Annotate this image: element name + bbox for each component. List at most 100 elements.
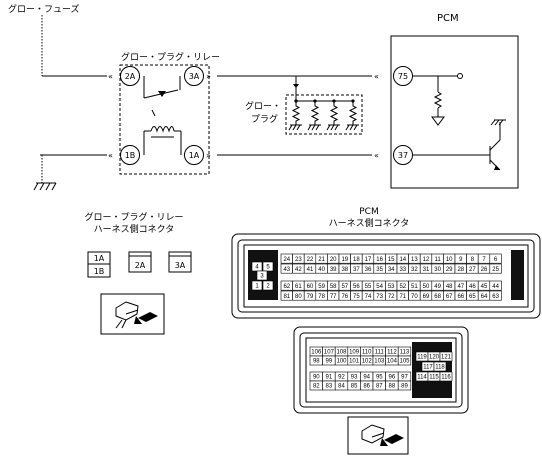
pcm-pin-44-label: 44 — [492, 284, 499, 290]
pcm-pin-9-label: 9 — [459, 257, 463, 263]
relay-box — [119, 64, 210, 175]
pcm-pin-70: 70 — [408, 290, 421, 301]
relay-conn-1a-label: 1A — [94, 254, 105, 263]
glow-plug-box — [285, 94, 363, 135]
pcm-pin-54: 54 — [373, 280, 386, 291]
pcm-pin-22: 22 — [303, 253, 317, 264]
pcm-pin-42: 42 — [292, 263, 305, 274]
pcm-pin-67-label: 67 — [446, 294, 453, 300]
pcm-pin-46-label: 46 — [469, 284, 476, 290]
pcm-pin-53: 53 — [385, 280, 398, 291]
pcm-pin-38: 38 — [338, 263, 351, 274]
relay-connector-title-1: グロー・プラグ・リレー — [84, 211, 183, 223]
pcm-pin-25-label: 25 — [492, 267, 499, 273]
pcm-pin-96-label: 96 — [389, 375, 396, 381]
pcm-pin-90-label: 90 — [313, 375, 320, 381]
pcm-pin-82-label: 82 — [313, 384, 320, 390]
pcm-connector-title-2: ハーネス側コネクタ — [329, 217, 410, 229]
relay-arrow-icon — [158, 91, 166, 97]
pcm-pin-81: 81 — [280, 290, 293, 301]
pcm-pin-43: 43 — [280, 263, 293, 274]
pcm-pin-86-label: 86 — [363, 384, 370, 390]
pcm-pin-27: 27 — [466, 263, 479, 274]
fuse-wire — [41, 15, 107, 77]
pcm-pin-62: 62 — [280, 280, 293, 291]
pcm-pin-121-label: 121 — [441, 355, 452, 361]
pcm-pin-18: 18 — [350, 253, 363, 264]
pcm-pin-45: 45 — [477, 280, 491, 291]
pcm-pin-10: 10 — [443, 253, 456, 264]
pcm-pin-17: 17 — [361, 253, 375, 264]
glow-plug-label-1: グロー・ — [245, 100, 281, 112]
pcm-pin-7-label: 7 — [482, 257, 486, 263]
pcm-pin-47-label: 47 — [457, 284, 464, 290]
relay-conn-1b — [87, 263, 111, 278]
pcm-pin-110: 110 — [360, 346, 374, 357]
svg-text:«: « — [374, 151, 379, 160]
pcm-pin-50-label: 50 — [423, 284, 430, 290]
relay-pin-1b-label: 1B — [125, 151, 136, 160]
pcm-pin-56: 56 — [350, 280, 363, 291]
relay-pin-2a-label: 2A — [125, 72, 136, 81]
pcm-pin-75-label: 75 — [398, 72, 408, 81]
pcm-pin-28-label: 28 — [457, 267, 464, 273]
pcm-pin-71-label: 71 — [399, 294, 406, 300]
pcm-pin-114-label: 114 — [417, 375, 427, 381]
relay-pin-2a — [120, 66, 140, 86]
pcm-pin-20-label: 20 — [330, 257, 337, 263]
pcm-pin-66: 66 — [454, 290, 467, 301]
pcm-pin-64: 64 — [477, 290, 491, 301]
relay-pin-3a-label: 3A — [189, 72, 200, 81]
pcm-pin-15-label: 15 — [388, 257, 395, 263]
pcm-pin-84: 84 — [334, 380, 349, 391]
pcm-pin-35: 35 — [373, 263, 386, 274]
pcm-pin-67: 67 — [443, 290, 456, 301]
pcm-pin-12-label: 12 — [423, 257, 430, 263]
pcm-pin-64-label: 64 — [481, 294, 488, 300]
relay-conn-1b-label: 1B — [94, 267, 105, 276]
glow-plug-wiring — [295, 76, 353, 102]
pcm-pin-117: 117 — [421, 361, 435, 372]
relay-conn-2a-label: 2A — [135, 261, 146, 270]
pcm-pin-109-label: 109 — [349, 350, 360, 356]
pcm-pin-62-label: 62 — [283, 284, 290, 290]
pcm-pin-112: 112 — [385, 346, 399, 357]
pcm-pin-9: 9 — [454, 253, 467, 264]
pcm-pin-39: 39 — [327, 263, 340, 274]
glow-plug-resistors — [288, 99, 359, 131]
pcm-pin-63: 63 — [489, 290, 502, 301]
pcm-connector-illustration — [347, 416, 409, 455]
pcm-pin-75 — [393, 66, 413, 86]
pcm-pin-83: 83 — [322, 380, 336, 391]
pcm-pin-5-label: 5 — [266, 265, 270, 271]
pcm-pin-6-label: 6 — [494, 257, 498, 263]
pcm-pin-108-label: 108 — [336, 350, 347, 356]
pcm-pin-41-label: 41 — [307, 267, 314, 273]
pcm-pin-92: 92 — [334, 371, 349, 382]
pcm-pin-3: 3 — [256, 270, 268, 281]
pcm-pin-55-label: 55 — [365, 284, 372, 290]
pcm-pin-58: 58 — [327, 280, 340, 291]
pcm-pin-52: 52 — [396, 280, 409, 291]
relay-pin-1b — [120, 145, 140, 165]
connector-chevrons: « » « » « « — [108, 72, 379, 160]
pcm-pin-107-label: 107 — [324, 350, 335, 356]
pcm-pin-21-label: 21 — [318, 257, 325, 263]
pcm-pin-118-label: 118 — [435, 365, 445, 371]
pcm-pin-18-label: 18 — [353, 257, 360, 263]
pcm-pin-91-label: 91 — [326, 375, 333, 381]
pcm-pin-72-label: 72 — [388, 294, 395, 300]
pcm-pin-74: 74 — [361, 290, 375, 301]
pcm-pin-26: 26 — [477, 263, 491, 274]
pcm-pin-37: 37 — [350, 263, 363, 274]
relay-connector-illustration — [100, 293, 165, 335]
pcm-pin-75-label: 75 — [353, 294, 360, 300]
pcm-pin-25: 25 — [489, 263, 502, 274]
pcm-pin-110-label: 110 — [362, 350, 372, 356]
pcm-pin-71: 71 — [396, 290, 409, 301]
pcm-pin-76-label: 76 — [341, 294, 348, 300]
pcm-pin-16-label: 16 — [376, 257, 383, 263]
glow-plug-2 — [307, 99, 321, 131]
pcm-pin-82: 82 — [309, 380, 323, 391]
pcm-pin-16: 16 — [373, 253, 386, 264]
